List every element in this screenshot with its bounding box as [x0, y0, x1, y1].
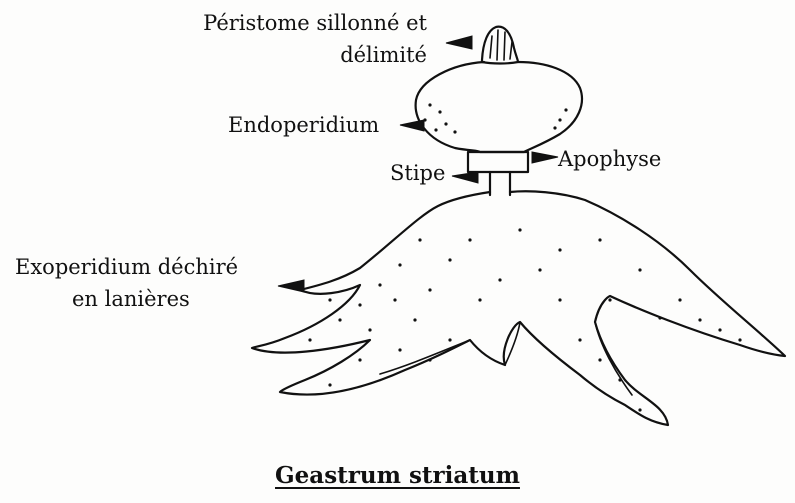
stipe-label: Stipe — [390, 161, 446, 185]
caption-text: Geastrum striatum — [275, 462, 520, 489]
endoperidium-arrow — [399, 119, 425, 132]
figure-caption: Geastrum striatum — [0, 462, 795, 489]
exoperidium-arrow — [277, 279, 305, 293]
apophyse-arrow — [531, 151, 559, 164]
apophyse-shape — [466, 150, 530, 174]
exoperidium-label-line2: en lanières — [72, 287, 190, 311]
peristome-label-line1: Péristome sillonné et — [203, 11, 427, 35]
stipple-texture — [308, 103, 742, 412]
peristome-label-line2: délimité — [340, 43, 427, 67]
exoperidium-label-line1: Exoperidium déchiré — [15, 255, 239, 279]
peristome-arrow — [445, 35, 473, 50]
apophyse-label: Apophyse — [558, 147, 662, 171]
stipe-arrow — [451, 171, 479, 184]
endoperidium-shape — [414, 60, 584, 154]
stipe-shape — [488, 170, 512, 197]
endoperidium-label: Endoperidium — [228, 113, 380, 137]
peristome-shape — [480, 25, 520, 65]
exoperidium-shape — [250, 190, 787, 427]
